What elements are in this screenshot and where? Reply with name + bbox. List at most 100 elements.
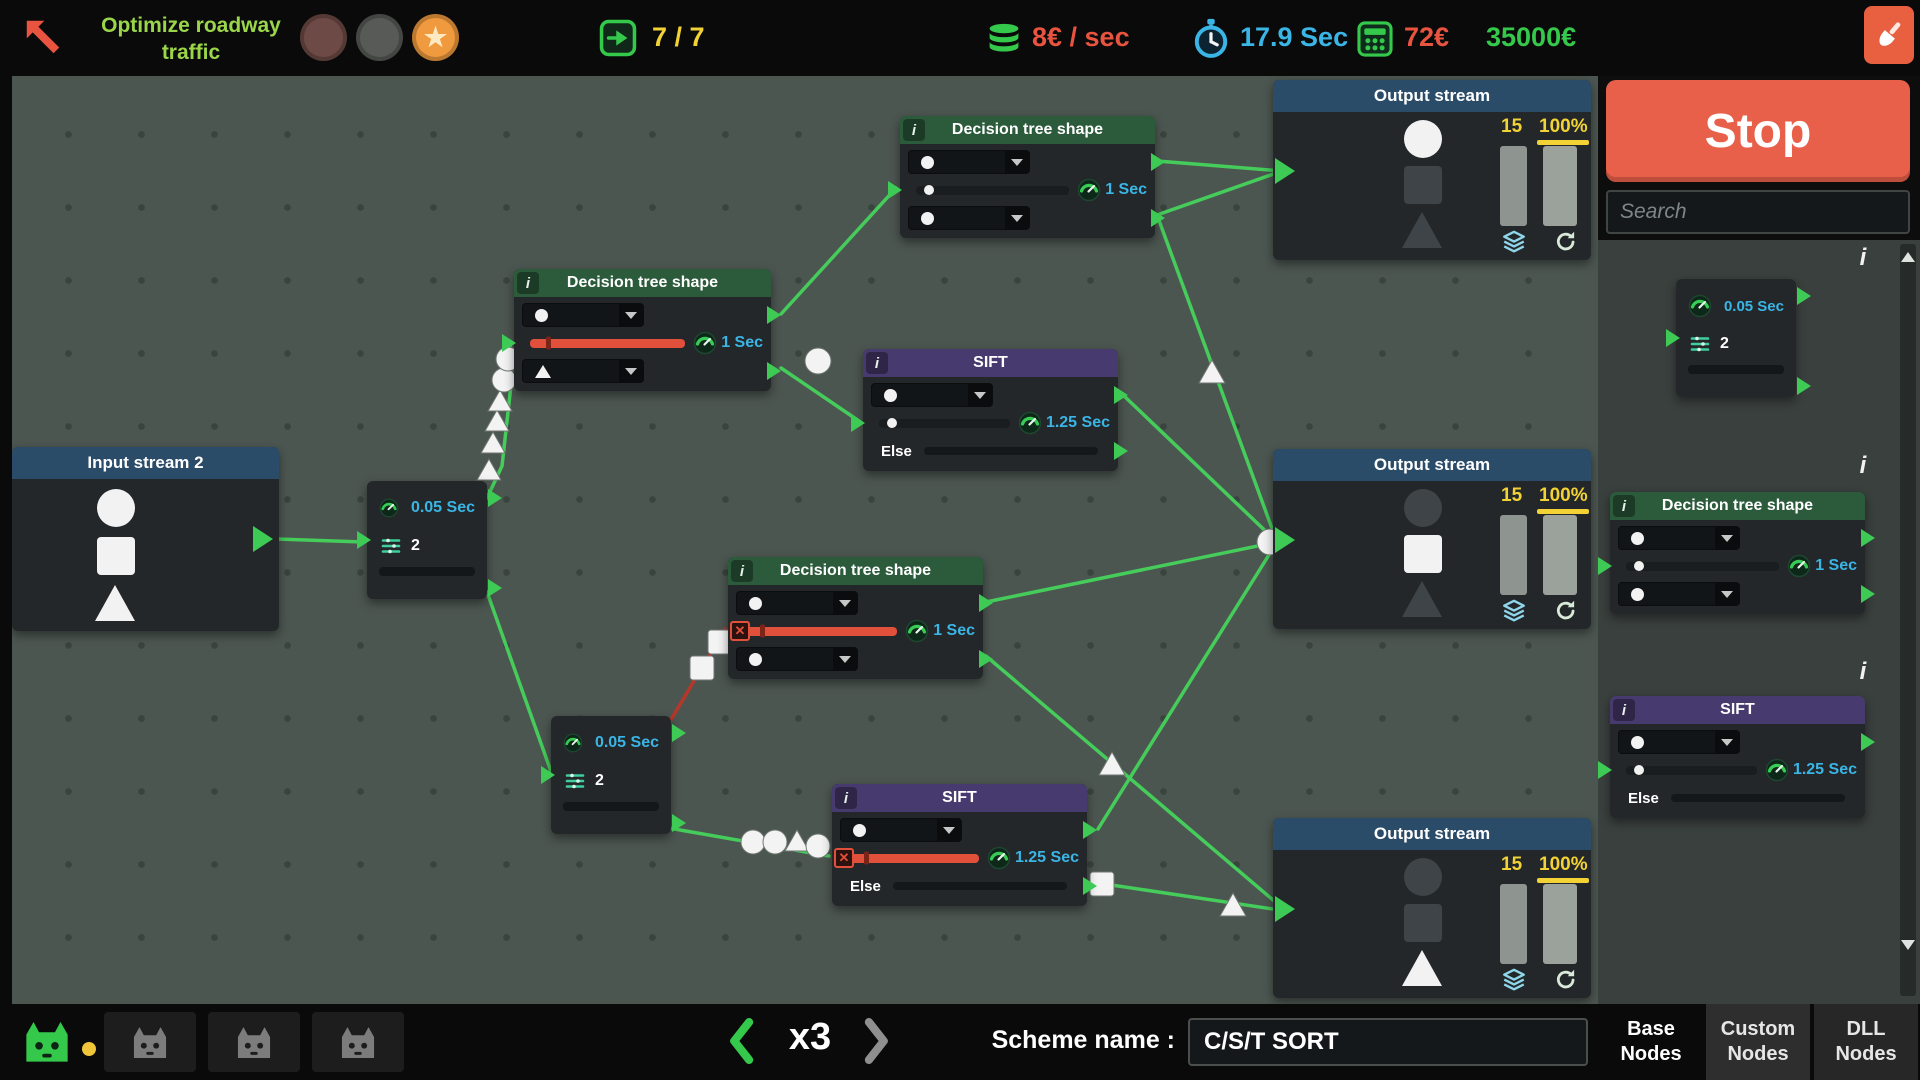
scrollbar[interactable] — [1900, 244, 1916, 996]
output-stream-node[interactable]: Output stream 15 100% — [1273, 80, 1591, 260]
shape-select[interactable] — [1618, 582, 1740, 606]
speed-up-button[interactable] — [862, 1018, 892, 1064]
output-port[interactable] — [1151, 153, 1165, 171]
scheme-canvas[interactable]: Input stream 2 0.05 Sec 2 i Decision tre… — [12, 76, 1598, 1004]
duration-slider[interactable] — [879, 418, 1010, 428]
info-icon[interactable]: i — [731, 560, 753, 582]
duration-slider[interactable] — [1626, 561, 1780, 571]
input-stream-node[interactable]: Input stream 2 — [12, 447, 279, 631]
decision-tree-node[interactable]: i Decision tree shape ✕ 1 Sec — [728, 557, 993, 679]
gauge-icon — [1018, 411, 1042, 435]
input-port[interactable] — [851, 414, 865, 432]
output-stream-node[interactable]: Output stream 15 100% — [1273, 449, 1591, 629]
input-port[interactable] — [502, 334, 516, 352]
percent-bar — [1537, 509, 1589, 514]
delay-node[interactable]: 0.05 Sec 2 — [541, 716, 686, 834]
shape-select[interactable] — [840, 818, 962, 842]
layers-icon[interactable] — [1501, 228, 1527, 254]
shape-select[interactable] — [522, 359, 644, 383]
tab-dll-nodes[interactable]: DLL Nodes — [1812, 1004, 1918, 1080]
info-button[interactable]: i — [1859, 658, 1867, 685]
output-port[interactable] — [979, 650, 993, 668]
output-port[interactable] — [767, 306, 781, 324]
decision-tree-node[interactable]: i Decision tree shape 1 Sec — [888, 116, 1165, 238]
duration-slider[interactable] — [530, 336, 686, 350]
cat-slot[interactable] — [208, 1012, 300, 1072]
shape-select[interactable] — [908, 206, 1030, 230]
sift-node[interactable]: i SIFT ✕ 1.25 Sec Else — [832, 784, 1097, 906]
info-icon[interactable]: i — [903, 119, 925, 141]
blocked-input-icon[interactable]: ✕ — [834, 848, 854, 868]
blocked-input-icon[interactable]: ✕ — [730, 621, 750, 641]
node-header: i Decision tree shape — [728, 557, 983, 585]
reset-icon[interactable] — [1553, 228, 1579, 254]
duration-label: 1.25 Sec — [1792, 761, 1857, 778]
reset-icon[interactable] — [1553, 597, 1579, 623]
queue-row: 2 — [1676, 325, 1796, 363]
duration-slider[interactable] — [848, 851, 979, 865]
layers-icon[interactable] — [1501, 966, 1527, 992]
shape-select[interactable] — [736, 591, 858, 615]
sift-node[interactable]: i SIFT 1.25 Sec Else — [851, 349, 1128, 471]
input-port[interactable] — [1275, 896, 1295, 922]
active-cat-avatar[interactable] — [20, 1016, 74, 1066]
palette-decision-node[interactable]: i Decision tree shape 1 Sec — [1598, 492, 1875, 614]
clean-button[interactable] — [1864, 6, 1914, 64]
output-port[interactable] — [1083, 821, 1097, 839]
duration-slider[interactable] — [916, 185, 1070, 195]
output-port[interactable] — [672, 814, 686, 832]
duration-slider[interactable] — [744, 624, 898, 638]
output-port[interactable] — [979, 594, 993, 612]
info-icon[interactable]: i — [866, 352, 888, 374]
info-icon[interactable]: i — [835, 787, 857, 809]
input-port[interactable] — [888, 181, 902, 199]
tab-custom-nodes[interactable]: Custom Nodes — [1704, 1004, 1810, 1080]
delay-node[interactable]: 0.05 Sec 2 — [357, 481, 502, 599]
reset-icon[interactable] — [1553, 966, 1579, 992]
cat-slot[interactable] — [104, 1012, 196, 1072]
shape-row-bottom — [1618, 580, 1875, 608]
scheme-name-input[interactable] — [1188, 1018, 1588, 1066]
output-port[interactable] — [1083, 877, 1097, 895]
info-button[interactable]: i — [1859, 452, 1867, 479]
output-port[interactable] — [488, 579, 502, 597]
cat-slot[interactable] — [312, 1012, 404, 1072]
output-port[interactable] — [1151, 209, 1165, 227]
palette-delay-node[interactable]: 0.05 Sec 2 — [1666, 279, 1811, 397]
output-stream-node[interactable]: Output stream 15 100% — [1273, 818, 1591, 998]
output-port[interactable] — [488, 489, 502, 507]
output-port[interactable] — [1114, 386, 1128, 404]
circle-shape — [1404, 858, 1442, 896]
tab-base-nodes[interactable]: Base Nodes — [1598, 1004, 1704, 1080]
shape-select[interactable] — [736, 647, 858, 671]
search-input[interactable] — [1606, 190, 1910, 234]
input-port[interactable] — [1275, 527, 1295, 553]
input-port[interactable] — [357, 531, 371, 549]
stop-button[interactable]: Stop — [1606, 80, 1910, 182]
node-header: i Decision tree shape — [1610, 492, 1865, 520]
shape-row — [1618, 728, 1875, 756]
speed-down-button[interactable] — [726, 1018, 756, 1064]
output-port[interactable] — [253, 526, 273, 552]
fill-bar — [1543, 146, 1577, 226]
shape-select[interactable] — [1618, 730, 1740, 754]
scroll-down-icon[interactable] — [1901, 940, 1915, 950]
gauge-icon — [693, 331, 717, 355]
layers-icon[interactable] — [1501, 597, 1527, 623]
input-port[interactable] — [1275, 158, 1295, 184]
shape-select[interactable] — [522, 303, 644, 327]
info-icon[interactable]: i — [517, 272, 539, 294]
shape-select[interactable] — [871, 383, 993, 407]
shape-select[interactable] — [908, 150, 1030, 174]
palette-sift-node[interactable]: i SIFT 1.25 Sec Else — [1598, 696, 1875, 818]
info-button[interactable]: i — [1859, 244, 1867, 271]
decision-tree-node[interactable]: i Decision tree shape 1 Sec — [502, 269, 781, 391]
scroll-up-icon[interactable] — [1901, 252, 1915, 262]
shape-select[interactable] — [1618, 526, 1740, 550]
output-port[interactable] — [1114, 442, 1128, 460]
input-port[interactable] — [541, 766, 555, 784]
output-port[interactable] — [672, 724, 686, 742]
back-button-icon[interactable] — [20, 14, 66, 60]
duration-slider[interactable] — [1626, 765, 1757, 775]
output-port[interactable] — [767, 362, 781, 380]
